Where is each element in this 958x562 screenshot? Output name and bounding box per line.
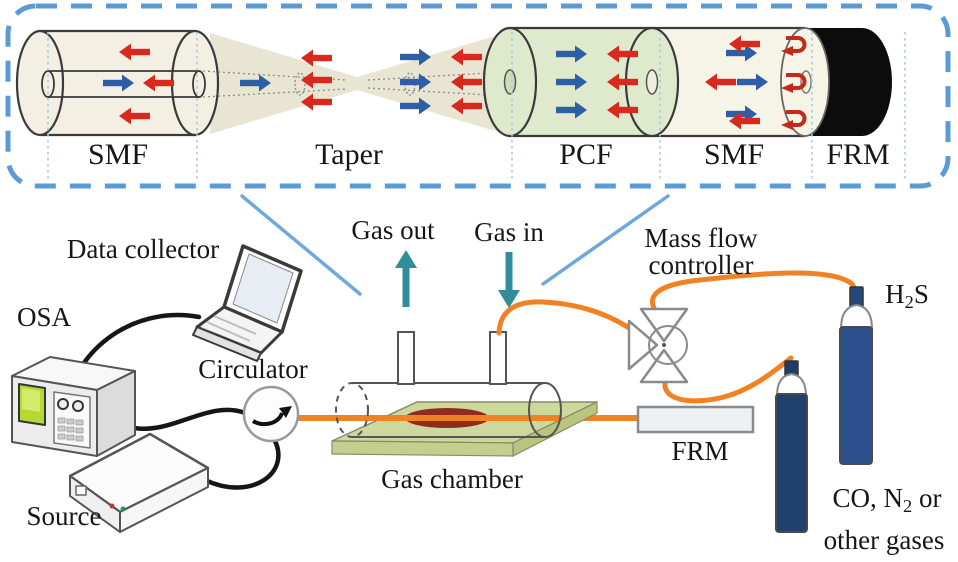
section-separators [47,32,906,180]
gas-in-arrow [498,252,520,308]
tube-valve-h2s [649,270,859,316]
label-other-gases-line1: CO, N2 or [832,483,942,517]
label-gas-in: Gas in [474,217,544,247]
gas-out-arrow [395,250,417,307]
chamber-plate-front [331,440,514,457]
label-smf-right: SMF [703,138,765,171]
label-other-gases-line2: other gases [823,525,945,555]
gas-out-port [397,331,415,385]
source-icon [68,432,210,533]
pcf-right-core [645,69,659,95]
laptop-icon [192,244,303,362]
smf-right-core [800,70,812,94]
gas-in-port [489,331,507,385]
uturn-reflection-arrows [781,36,807,130]
gas-chamber-group [331,331,598,457]
taper-shape [210,31,512,136]
label-smf-left: SMF [87,138,149,171]
label-frm-bottom: FRM [671,436,729,466]
mass-flow-controller-icon [627,307,689,384]
inset-dashed-border [5,3,951,189]
label-frm-top: FRM [826,138,890,171]
cable-source-circulator [202,436,281,490]
label-gas-out: Gas out [351,215,435,245]
gas-flow-arrows [395,250,520,308]
label-taper: Taper [315,138,383,171]
label-pcf: PCF [559,138,613,171]
label-gas-chamber: Gas chamber [381,464,523,494]
circulator-icon [242,385,300,443]
tube-valve-bottle [662,355,794,404]
label-circulator: Circulator [198,354,308,384]
h2s-bottle-icon [839,286,874,465]
magnification-pointer-lines [240,194,670,296]
frm-device [636,405,755,434]
label-osa: OSA [16,302,72,332]
gas-tubes [496,270,859,404]
label-h2s: H2S [885,279,929,313]
label-data-collector: Data collector [66,234,220,264]
tube-chamber-valve [496,299,643,339]
label-source: Source [26,501,102,531]
osa-icon [11,356,136,457]
other-gas-bottle-icon [775,360,808,533]
cable-osa-circulator [117,407,248,431]
